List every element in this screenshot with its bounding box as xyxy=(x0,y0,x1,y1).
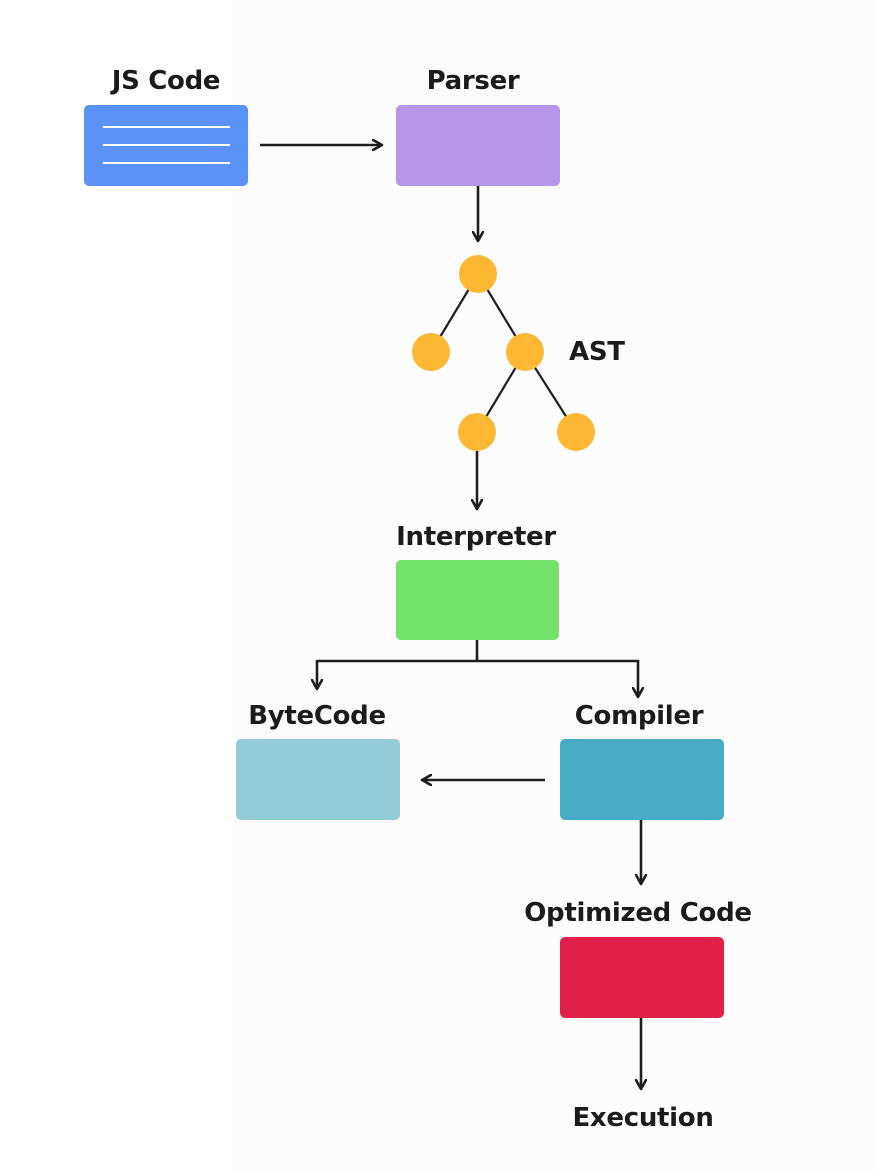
js-code-label: JS Code xyxy=(111,66,221,96)
ast-node-right-right xyxy=(557,413,595,451)
execution-label: Execution xyxy=(572,1103,714,1133)
optimized-code-box xyxy=(560,937,724,1018)
optimized-code-label: Optimized Code xyxy=(524,898,752,928)
compiler-box xyxy=(560,739,724,820)
ast-label: AST xyxy=(569,337,625,367)
ast-node-left xyxy=(412,333,450,371)
interpreter-branch-connector xyxy=(317,640,638,663)
parser-box xyxy=(396,105,560,186)
ast-node-right-left xyxy=(458,413,496,451)
ast-node-right xyxy=(506,333,544,371)
compiler-label: Compiler xyxy=(574,701,704,731)
bytecode-label: ByteCode xyxy=(248,701,386,731)
bytecode-box xyxy=(236,739,400,820)
interpreter-box xyxy=(396,560,559,640)
ast-tree-edges xyxy=(430,273,577,433)
parser-label: Parser xyxy=(426,66,520,96)
interpreter-label: Interpreter xyxy=(396,522,556,552)
ast-node-root xyxy=(459,255,497,293)
